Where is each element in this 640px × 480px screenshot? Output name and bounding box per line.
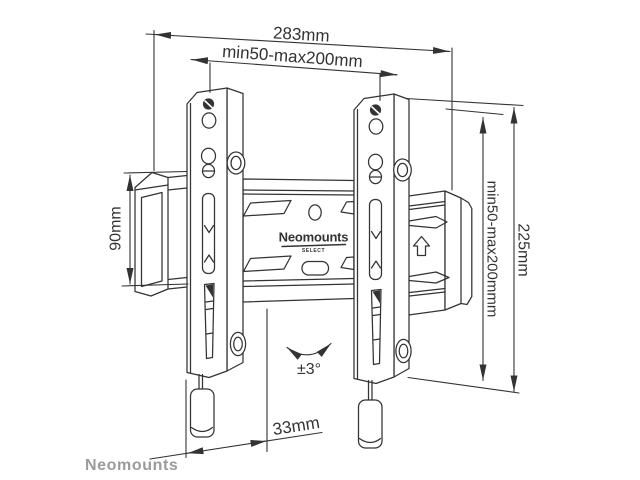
brand-watermark: Neomounts <box>85 457 178 474</box>
latch <box>226 151 246 175</box>
left-pull-toggle <box>189 373 215 438</box>
dim-total-height: 225mm <box>510 106 532 393</box>
latch <box>229 331 247 357</box>
bracket-slot <box>368 198 383 281</box>
latch <box>395 338 412 364</box>
dim-tilt: ±3° <box>286 342 332 378</box>
left-bracket <box>186 87 247 379</box>
tilt-arc-arrow-icon <box>286 342 332 360</box>
right-pull-toggle <box>357 379 383 449</box>
dim-total-height-label: 225mm <box>515 223 532 276</box>
slot-hole <box>242 255 292 273</box>
slot-hole <box>301 260 330 276</box>
mounting-hole <box>201 112 217 129</box>
mounting-hole <box>368 118 384 135</box>
dim-vesa-height: min50-max200mmm <box>405 97 524 394</box>
center-hole <box>308 204 322 221</box>
plate-logo-sub: SELECT <box>302 248 325 254</box>
rail-left-end <box>134 171 169 297</box>
wall-plate: Neomounts SELECT <box>134 171 473 317</box>
bracket-slot <box>201 192 216 275</box>
dim-rail-height: 90mm <box>108 170 189 287</box>
rail-right-end <box>460 197 473 306</box>
dim-tilt-label: ±3° <box>297 361 321 378</box>
plate-logo: Neomounts <box>279 230 349 245</box>
slot-hole <box>242 199 292 217</box>
latch <box>393 158 412 182</box>
up-arrow-icon <box>412 235 431 257</box>
dim-rail-height-label: 90mm <box>108 206 125 250</box>
dim-total-width-label: 283mm <box>272 23 330 45</box>
dim-vesa-height-label: min50-max200mmm <box>484 181 501 318</box>
dim-depth-label: 33mm <box>271 413 321 439</box>
right-bracket <box>353 93 412 385</box>
dim-total-width: 283mm <box>145 23 453 191</box>
